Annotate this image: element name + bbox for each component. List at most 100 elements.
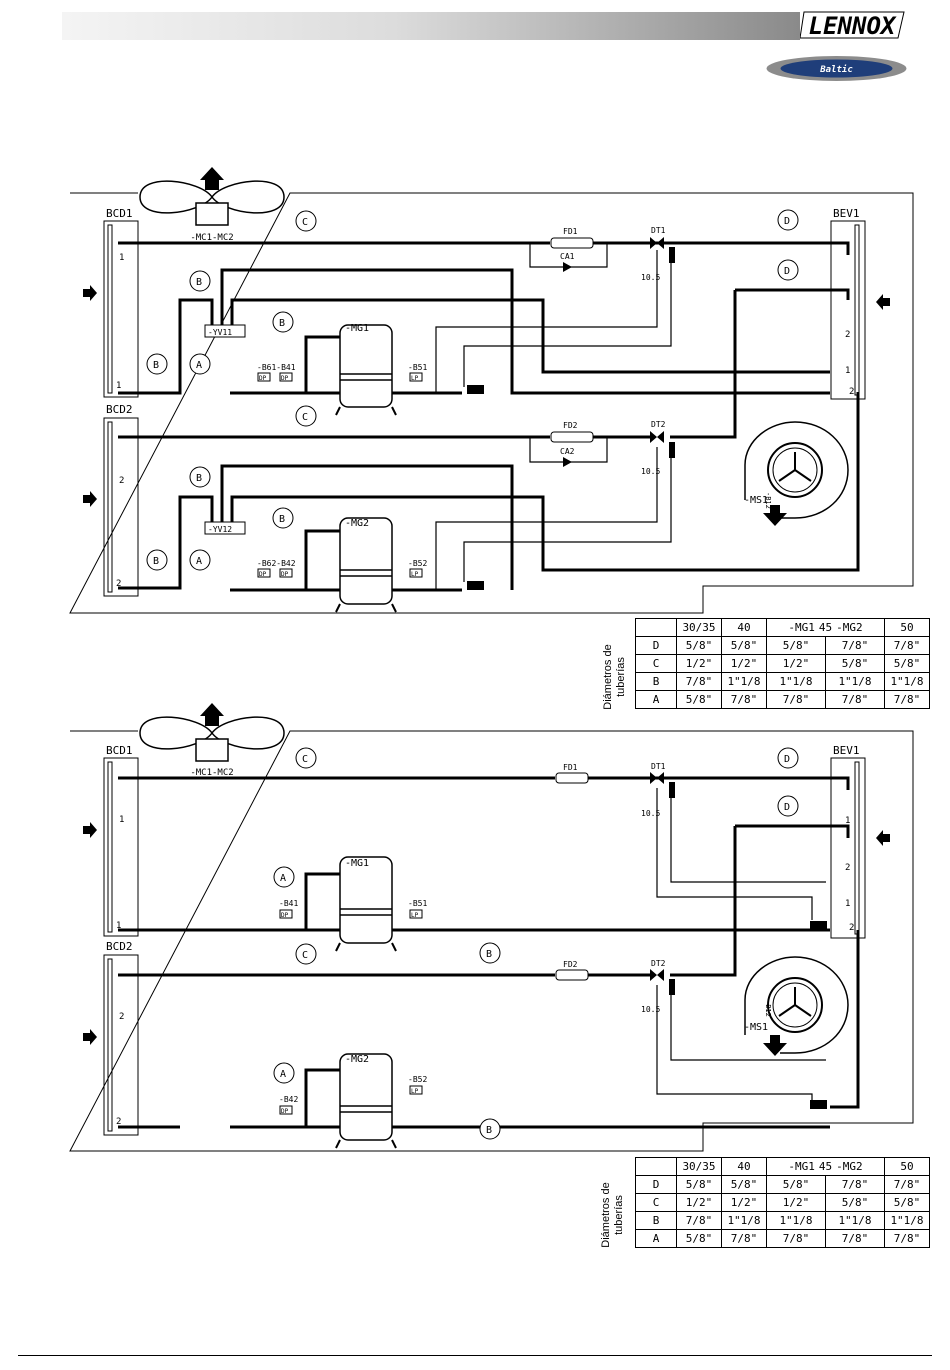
table-cell: 1"1/8 bbox=[721, 672, 767, 691]
baltic-badge: Baltic bbox=[766, 56, 907, 81]
svg-text:FD1: FD1 bbox=[563, 763, 578, 772]
table-cell: 5/8" bbox=[825, 1193, 885, 1212]
row-label: D bbox=[635, 1175, 677, 1194]
svg-text:C: C bbox=[302, 950, 308, 961]
svg-text:10.5: 10.5 bbox=[641, 467, 660, 476]
air-in-arrow-icon bbox=[83, 285, 97, 301]
svg-text:B: B bbox=[279, 318, 285, 329]
svg-text:-YV12: -YV12 bbox=[208, 525, 232, 534]
svg-text:-B51: -B51 bbox=[408, 899, 427, 908]
sensor-b41: -B41 DP bbox=[279, 899, 298, 919]
svg-text:D: D bbox=[784, 216, 790, 227]
table-header-cell: 40 bbox=[721, 618, 767, 637]
table-cell: 1/2" bbox=[721, 654, 767, 673]
svg-text:1: 1 bbox=[116, 921, 121, 931]
bulb-icon bbox=[467, 385, 484, 394]
refrigeration-diagram-2: -MC1-MC2 BCD1 1 1 BCD2 2 2 BEV1 1 2 1 2 … bbox=[69, 703, 914, 1152]
table-cell: 5/8" bbox=[825, 654, 885, 673]
fan-mc1-mc2: -MC1-MC2 bbox=[139, 703, 285, 778]
row-label: B bbox=[635, 1211, 677, 1230]
filter-drier-fd1: FD1 CA1 bbox=[550, 227, 594, 272]
table-cell: 1"1/8 bbox=[721, 1211, 767, 1230]
row-label: D bbox=[635, 636, 677, 655]
expansion-valve-dt2: DT2 10.5 bbox=[641, 420, 675, 476]
fan-mc1-mc2: -MC1-MC2 bbox=[139, 167, 285, 243]
table-cell: 7/8" bbox=[825, 636, 885, 655]
table-cell: 7/8" bbox=[884, 1175, 930, 1194]
svg-text:2: 2 bbox=[845, 330, 850, 340]
svg-text:A: A bbox=[196, 360, 202, 371]
svg-text:-B41: -B41 bbox=[279, 899, 298, 908]
row-label: C bbox=[635, 654, 677, 673]
svg-text:-MC1-MC2: -MC1-MC2 bbox=[190, 233, 233, 243]
table-cell: 5/8" bbox=[884, 1193, 930, 1212]
air-in-arrow-icon bbox=[83, 822, 97, 838]
row-label: A bbox=[635, 1229, 677, 1248]
refrigeration-diagram-1: -MC1-MC2 BCD1 1 1 BCD2 2 2 BEV1 2 1 2 bbox=[69, 167, 914, 614]
svg-text:DP: DP bbox=[259, 375, 267, 382]
svg-text:C: C bbox=[302, 217, 308, 228]
condenser-bcd2: BCD2 2 2 bbox=[83, 403, 139, 597]
svg-text:C: C bbox=[302, 412, 308, 423]
svg-text:B: B bbox=[153, 360, 159, 371]
table-cell: 7/8" bbox=[721, 690, 767, 709]
svg-text:BEV1: BEV1 bbox=[833, 207, 860, 220]
svg-text:-MG2: -MG2 bbox=[345, 1054, 369, 1065]
svg-text:D: D bbox=[784, 266, 790, 277]
svg-text:B: B bbox=[486, 949, 492, 960]
svg-text:DP: DP bbox=[281, 571, 289, 578]
svg-text:2: 2 bbox=[849, 923, 854, 933]
svg-text:DP: DP bbox=[281, 375, 289, 382]
svg-text:-MG1: -MG1 bbox=[345, 323, 369, 334]
table-cell: 7/8" bbox=[825, 1175, 885, 1194]
table-cell: 1"1/8 bbox=[825, 1211, 885, 1230]
bulb-icon bbox=[810, 921, 827, 930]
sensor-b51: -B51 LP bbox=[408, 363, 427, 382]
footer-divider bbox=[18, 1355, 932, 1356]
air-out-arrow-icon bbox=[763, 1035, 787, 1056]
svg-text:DT2: DT2 bbox=[651, 420, 666, 429]
expansion-valve-dt1: DT1 10.5 bbox=[641, 762, 675, 818]
badge-text: Baltic bbox=[819, 64, 853, 75]
evaporator-bev1: BEV1 2 1 2 bbox=[830, 207, 890, 400]
svg-text:-B42: -B42 bbox=[279, 1095, 298, 1104]
svg-text:2: 2 bbox=[119, 476, 124, 486]
svg-text:LP: LP bbox=[411, 912, 419, 919]
blower-ms1: -MS1 -B12 bbox=[744, 956, 849, 1056]
svg-text:DP: DP bbox=[281, 1108, 289, 1115]
svg-text:LP: LP bbox=[411, 375, 419, 382]
table-cell: 7/8" bbox=[676, 1211, 722, 1230]
svg-text:DP: DP bbox=[281, 912, 289, 919]
svg-text:1: 1 bbox=[116, 381, 121, 391]
compressor-mg2: -MG2 bbox=[335, 517, 397, 613]
svg-text:1: 1 bbox=[845, 816, 850, 826]
table-header-cell bbox=[635, 1157, 677, 1176]
svg-text:B: B bbox=[153, 556, 159, 567]
table-cell: 1/2" bbox=[766, 654, 826, 673]
sensor-b61-b41: -B61-B41 DP DP bbox=[257, 363, 296, 382]
svg-text:-YV11: -YV11 bbox=[208, 328, 232, 337]
svg-text:2: 2 bbox=[119, 1012, 124, 1022]
lennox-logo: LENNOX bbox=[800, 11, 905, 40]
svg-text:10.5: 10.5 bbox=[641, 809, 660, 818]
expansion-valve-dt2: DT2 10.5 bbox=[641, 959, 675, 1014]
svg-text:DT1: DT1 bbox=[651, 226, 666, 235]
svg-text:-B12: -B12 bbox=[764, 1000, 772, 1017]
evaporator-bev1: BEV1 1 2 1 2 bbox=[830, 744, 890, 939]
svg-text:2: 2 bbox=[116, 1117, 121, 1127]
row-label: B bbox=[635, 672, 677, 691]
table-cell: 1/2" bbox=[676, 1193, 722, 1212]
sensor-b52: -B52 LP bbox=[408, 1075, 427, 1095]
svg-text:-B51: -B51 bbox=[408, 363, 427, 372]
table-cell: 1/2" bbox=[766, 1193, 826, 1212]
svg-text:LP: LP bbox=[411, 571, 419, 578]
svg-text:1: 1 bbox=[119, 815, 124, 825]
